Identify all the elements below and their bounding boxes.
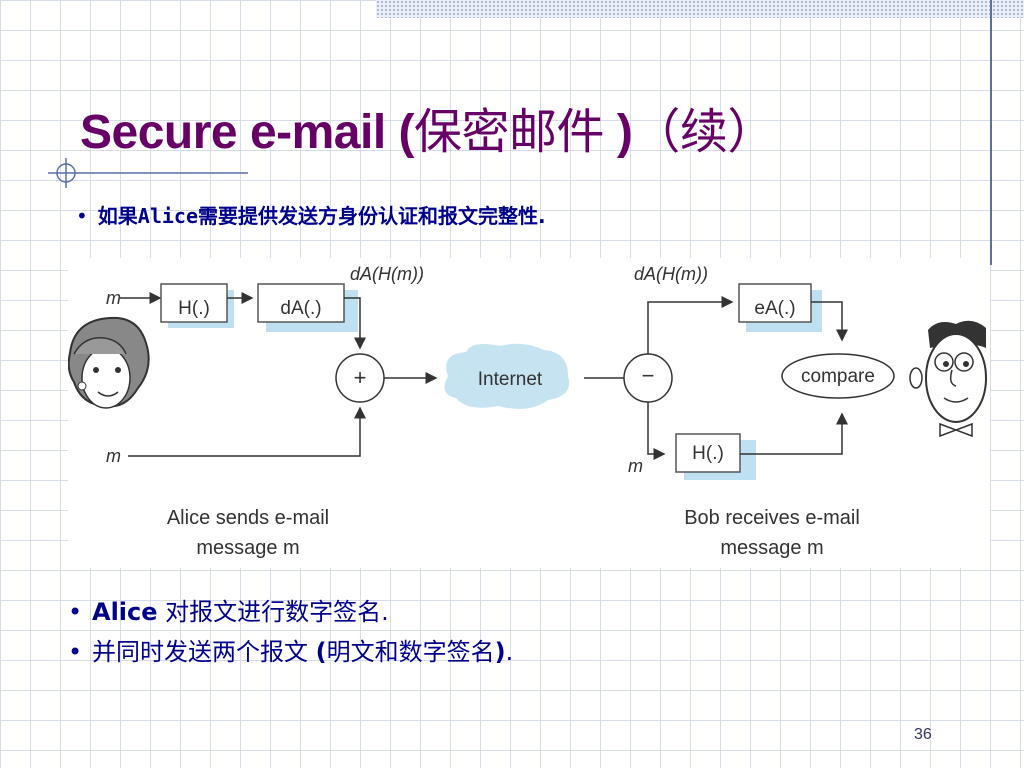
verify-box <box>738 283 812 323</box>
bullet-bold-name: Alice <box>92 598 158 626</box>
intro-post: 需要提供发送方身份认证和报文完整性. <box>198 204 546 228</box>
sign-box-label: dA(.) <box>280 298 321 319</box>
alice-caption-line1: Alice sends e-mail <box>167 507 329 529</box>
secure-email-diagram: m H(.) dA(.) dA(H(m)) + m Internet − <box>68 258 990 568</box>
sender-input-label: m <box>106 288 121 308</box>
bullet-send-two-messages: • 并同时发送两个报文 (明文和数字签名). <box>68 632 513 667</box>
bullet-end: . <box>505 638 514 666</box>
slide-title: Secure e-mail (保密邮件 )（续） <box>80 92 775 162</box>
bullet-dot: • <box>76 204 88 228</box>
sender-bottom-label: m <box>106 446 121 466</box>
bullet-sign-message: • Alice 对报文进行数字签名. <box>68 592 389 627</box>
bullet-dot: • <box>68 598 83 626</box>
bullet-paren-close: ) <box>494 638 506 666</box>
signed-hash-label-right: dA(H(m)) <box>634 264 708 284</box>
internet-cloud <box>444 343 570 409</box>
intro-bullet: • 如果Alice需要提供发送方身份认证和报文完整性. <box>76 200 546 229</box>
bob-caption-line2: message m <box>720 537 823 559</box>
bob-face-icon <box>909 320 987 438</box>
bullet-text: 并同时发送两个报文 <box>92 638 316 666</box>
top-decor-band <box>376 0 1024 18</box>
intro-pre: 如果 <box>97 204 138 228</box>
network-label: Internet <box>478 369 543 390</box>
page-number: 36 <box>914 726 932 743</box>
bob-caption-line1: Bob receives e-mail <box>684 507 860 529</box>
bullet-paren-text: 明文和数字签名 <box>326 638 495 666</box>
receiver-hash-box-label: H(.) <box>692 443 724 464</box>
bullet-dot: • <box>68 638 83 666</box>
signed-hash-label-left: dA(H(m)) <box>350 264 424 284</box>
crosshair-decor-icon <box>48 158 248 188</box>
hash-box-label: H(.) <box>178 298 210 319</box>
title-cjk: 保密邮件 <box>413 104 605 160</box>
verify-box-label: eA(.) <box>754 298 795 319</box>
receiver-bottom-label: m <box>628 456 643 476</box>
adder-symbol: + <box>354 365 367 390</box>
receiver-hash-box <box>675 433 741 473</box>
title-suffix: （续） <box>632 104 775 160</box>
title-latin: Secure e-mail ( <box>80 106 414 159</box>
bullet-text: 对报文进行数字签名. <box>157 598 389 626</box>
sign-box <box>257 283 345 323</box>
hash-box <box>160 283 228 323</box>
right-decor-line <box>990 0 992 265</box>
alice-face-icon <box>68 316 150 409</box>
alice-caption-line2: message m <box>196 537 299 559</box>
bullet-paren-open: ( <box>315 638 327 666</box>
title-close: ) <box>604 106 633 159</box>
compare-node <box>781 353 895 399</box>
splitter-symbol: − <box>642 363 655 388</box>
compare-label: compare <box>801 366 875 387</box>
intro-name: Alice <box>137 204 199 228</box>
